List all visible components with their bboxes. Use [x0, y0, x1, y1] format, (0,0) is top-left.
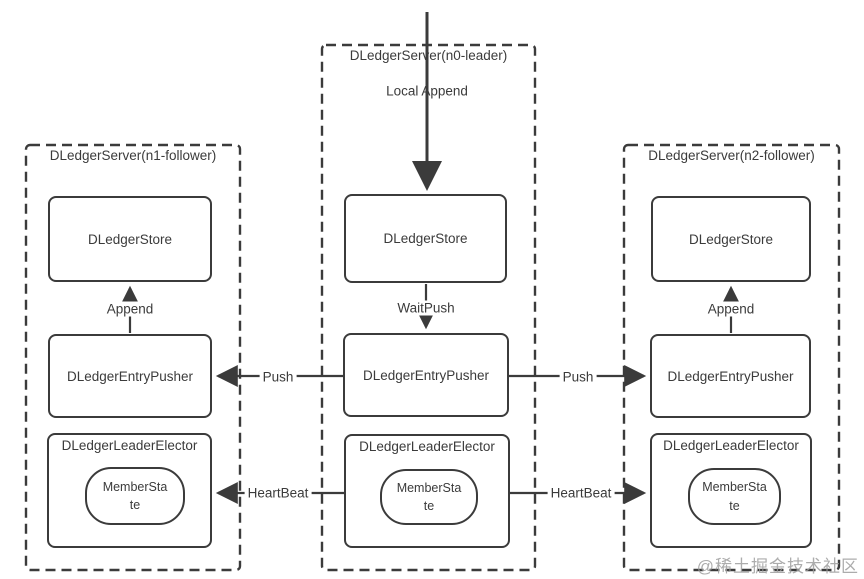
follower2-store-box: DLedgerStore [651, 196, 811, 282]
follower2-server-title: DLedgerServer(n2-follower) [648, 148, 815, 163]
leader-member-state-label: MemberState [396, 480, 462, 513]
follower2-elector-label: DLedgerLeaderElector [663, 438, 799, 453]
heartbeat-right-label: HeartBeat [547, 485, 615, 501]
push-left-label: Push [259, 369, 297, 385]
follower2-pusher-box: DLedgerEntryPusher [650, 334, 811, 418]
follower1-pusher-box: DLedgerEntryPusher [48, 334, 212, 418]
follower1-elector-label: DLedgerLeaderElector [61, 438, 198, 453]
leader-pusher-box: DLedgerEntryPusher [343, 333, 509, 417]
follower1-pusher-label: DLedgerEntryPusher [66, 368, 194, 384]
follower1-group-border [24, 143, 242, 572]
append-left-label: Append [103, 301, 157, 317]
leader-pusher-label: DLedgerEntryPusher [362, 367, 490, 383]
push-right-label: Push [559, 369, 597, 385]
leader-member-state: MemberState [380, 469, 478, 525]
follower2-group-border [622, 143, 841, 572]
follower2-member-state-label: MemberState [702, 480, 767, 513]
heartbeat-left-label: HeartBeat [244, 485, 312, 501]
leader-store-box: DLedgerStore [344, 194, 507, 283]
follower2-store-label: DLedgerStore [688, 231, 774, 247]
follower1-server-title: DLedgerServer(n1-follower) [49, 148, 217, 163]
follower2-pusher-label: DLedgerEntryPusher [667, 368, 794, 384]
follower1-member-state: MemberState [85, 467, 185, 525]
leader-server-title: DLedgerServer(n0-leader) [349, 48, 508, 63]
follower1-store-box: DLedgerStore [48, 196, 212, 282]
local-append-label: Local Append [386, 83, 468, 99]
follower1-store-label: DLedgerStore [87, 231, 173, 247]
juejin-watermark: @稀土掘金技术社区 [696, 557, 859, 576]
follower1-member-state-label: MemberState [102, 479, 168, 512]
follower2-member-state: MemberState [688, 468, 781, 525]
append-right-label: Append [704, 301, 758, 317]
leader-store-label: DLedgerStore [383, 231, 468, 246]
leader-elector-label: DLedgerLeaderElector [359, 439, 495, 454]
wait-push-label: WaitPush [394, 300, 458, 316]
